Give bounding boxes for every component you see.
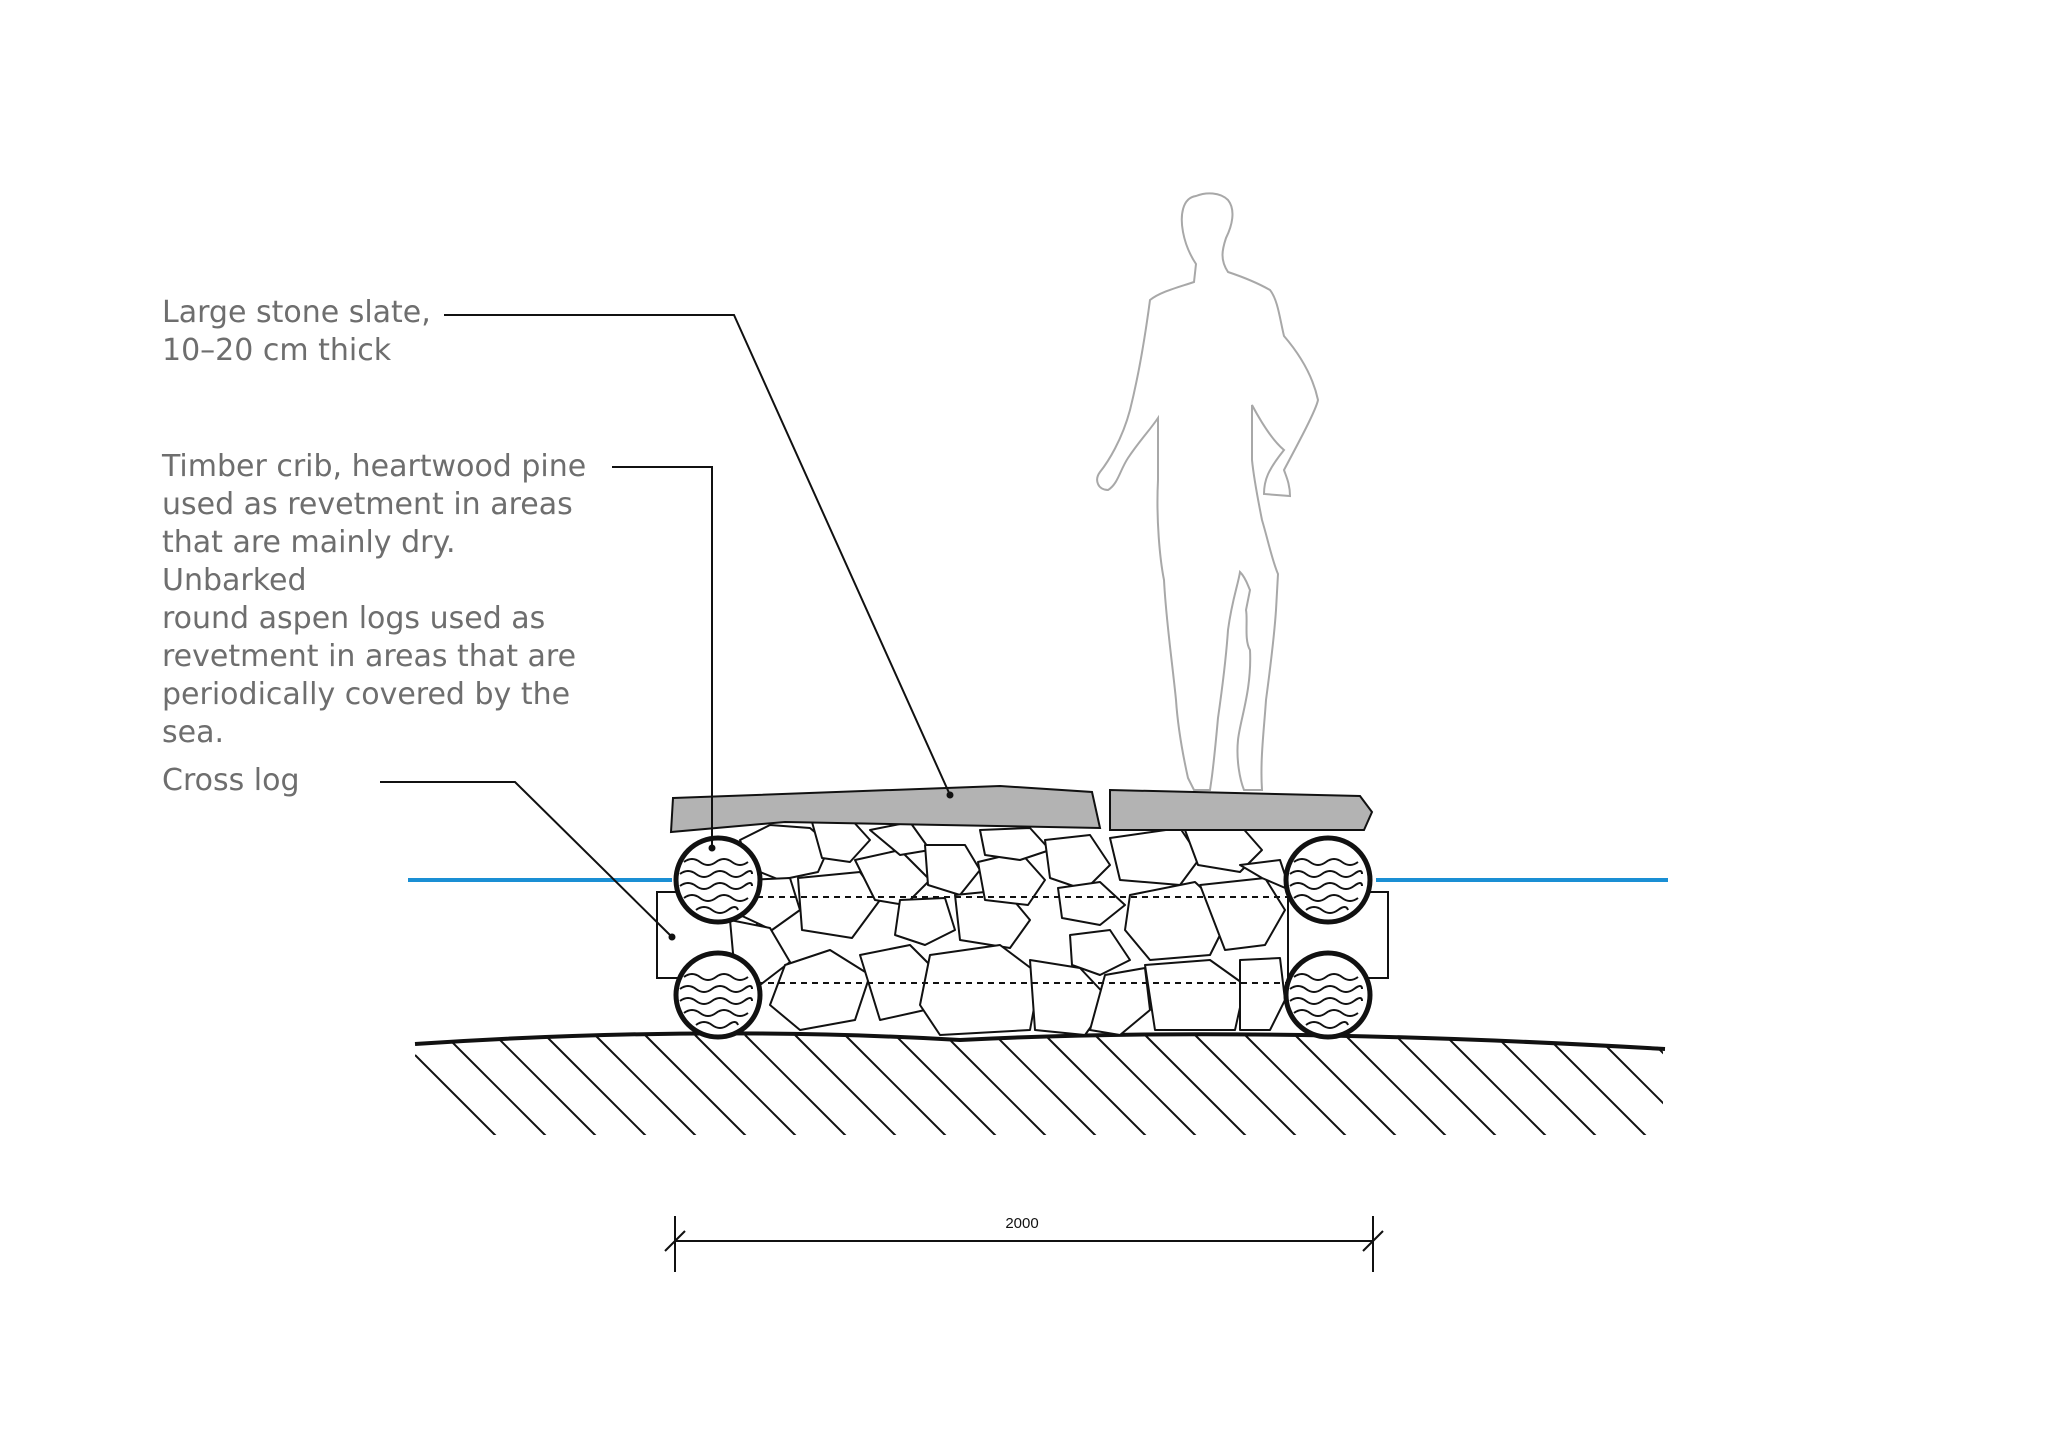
human-figure <box>1096 192 1320 791</box>
log-top-right <box>1283 835 1373 925</box>
stone-fill <box>729 817 1291 1036</box>
dimension-line <box>664 1216 1384 1272</box>
log-top-left <box>673 835 763 925</box>
leader-cross-log-dot <box>668 933 676 941</box>
leader-stone-slate <box>444 314 951 796</box>
ground-line <box>414 1031 1666 1051</box>
log-bottom-left <box>673 950 763 1040</box>
stone-slate-right <box>1109 788 1374 831</box>
dimension-value: 2000 <box>1005 1215 1038 1232</box>
stone-slate-left <box>669 784 1102 834</box>
ground-hatch <box>415 1034 1663 1135</box>
stone-slate-label: Large stone slate, 10–20 cm thick <box>162 295 431 368</box>
cross-log-label: Cross log <box>162 763 300 798</box>
log-bottom-right <box>1283 950 1373 1040</box>
leader-timber-crib-dot <box>708 844 716 852</box>
leader-cross-log <box>380 781 673 938</box>
timber-crib-label: Timber crib, heartwood pine used as reve… <box>162 449 587 750</box>
leader-stone-slate-dot <box>946 791 954 799</box>
leader-timber-crib <box>612 466 713 848</box>
